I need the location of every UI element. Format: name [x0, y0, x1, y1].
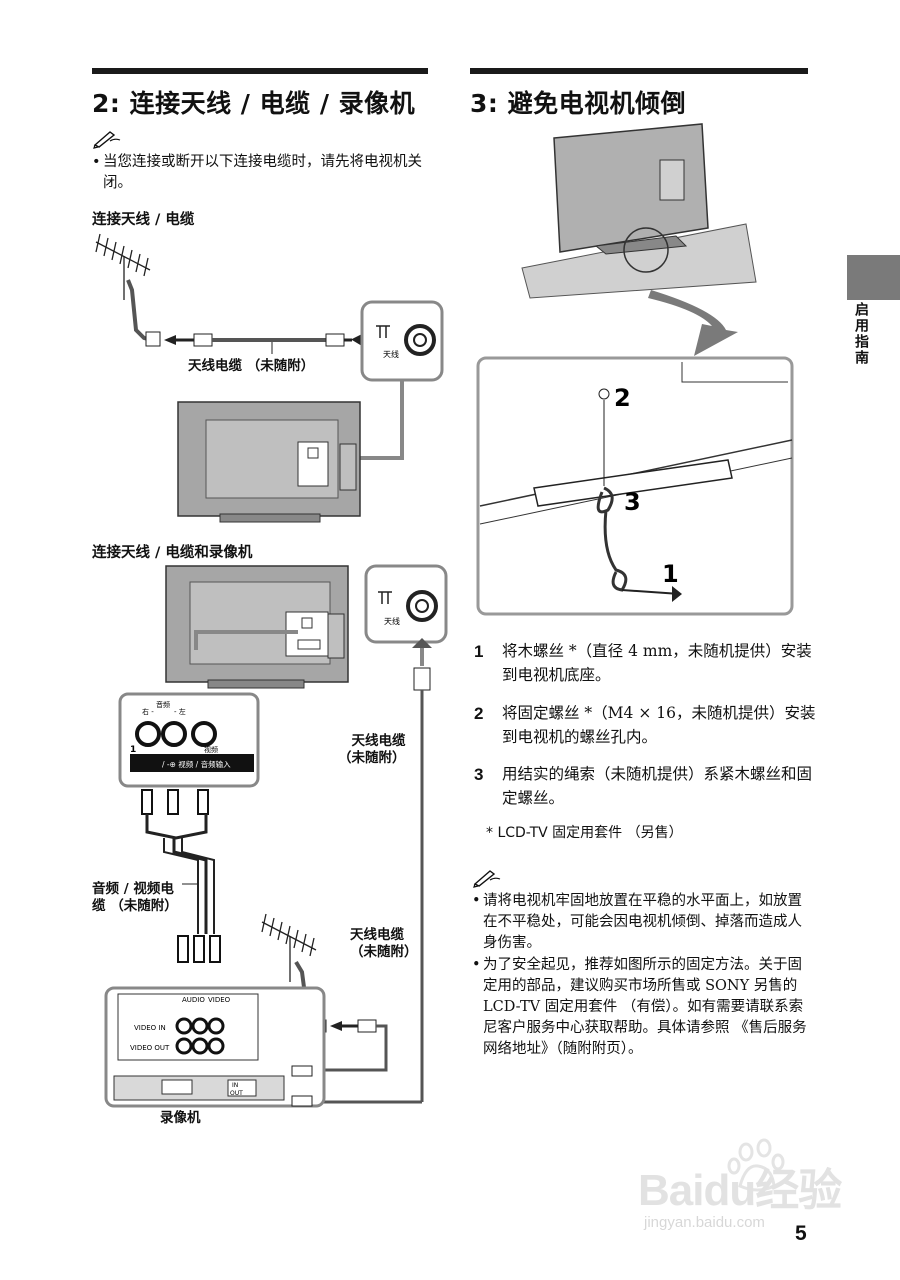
step-3-number: 3 [474, 765, 484, 784]
right-note-1: • 请将电视机牢固地放置在平稳的水平面上，如放置在不平稳处，可能会因电视机倾倒、… [472, 891, 812, 954]
baidu-paw-icon [727, 1138, 785, 1192]
antenna-port-2 [406, 590, 438, 622]
step-1-text: 将木螺丝 *（直径 4 mm，未随机提供）安装到电视机底座。 [502, 642, 812, 684]
d1-port-label: 天线 [383, 349, 399, 359]
panel-left: - 左 [174, 707, 186, 716]
left-heading-rule [92, 68, 428, 74]
left-heading: 2: 连接天线 / 电缆 / 录像机 [92, 89, 416, 118]
vcr-out: OUT [230, 1090, 243, 1097]
note-pencil-icon [93, 131, 121, 149]
antenna-cable-label: 天线电缆 （未随附） [188, 358, 315, 374]
subheading-antenna: 连接天线 / 电缆 [92, 212, 195, 228]
page-number: 5 [795, 1222, 807, 1245]
vcr-video-in: VIDEO IN [134, 1024, 166, 1032]
callout-3: 3 [624, 488, 641, 516]
note-2-bullet: • [472, 957, 481, 973]
vcr-video-out: VIDEO OUT [130, 1044, 170, 1052]
section-tab [847, 255, 900, 300]
step-2-number: 2 [474, 704, 484, 723]
antenna-vcr-diagram: 天线 右 - 音频 - 左 视频 1 / -⊕ 视频 / 音频输入 [104, 564, 448, 1108]
watermark-url: jingyan.baidu.com [644, 1214, 765, 1231]
panel-bar: / -⊕ 视频 / 音频输入 [162, 759, 231, 769]
tv-on-stand [521, 123, 757, 299]
tv-rear-illustration [177, 401, 361, 523]
note-1-bullet: • [472, 893, 481, 909]
subheading-antenna-vcr: 连接天线 / 电缆和录像机 [92, 545, 253, 561]
antenna-port-box-2 [364, 564, 448, 644]
antenna-icon-2 [261, 913, 317, 982]
panel-video: 视频 [204, 745, 218, 754]
panel-num: 1 [130, 745, 136, 755]
av-cable-label: 音频 / 视频电 缆 （未随附） [92, 881, 178, 914]
watermark-brand: Baidu经验 [638, 1166, 842, 1215]
callout-2: 2 [614, 384, 631, 412]
panel-right: 右 - [142, 707, 154, 716]
right-note-2: • 为了安全起见，推荐如图所示的固定方法。关于固定用的部品，建议购买市场所售或 … [472, 955, 812, 1060]
right-heading-rule [470, 68, 808, 74]
note-text: 当您连接或断开以下连接电缆时，请先将电视机关闭。 [103, 154, 422, 191]
note-pencil-icon-2 [473, 870, 501, 888]
step-2-text: 将固定螺丝 *（M4 × 16，未随机提供）安装到电视机的螺丝孔内。 [502, 704, 816, 746]
side-tab-label: 启用指南 [853, 302, 869, 366]
callout-1: 1 [662, 560, 679, 588]
antenna-port-box [360, 300, 444, 382]
zoom-arrow [648, 290, 738, 356]
antenna-port [404, 324, 436, 356]
vcr-audio: AUDIO [182, 996, 205, 1004]
right-heading: 3: 避免电视机倾倒 [470, 89, 687, 118]
rf-cable-label-1: 天线电缆 （未随附） [338, 733, 406, 766]
note-2-text: 为了安全起见，推荐如图所示的固定方法。关于固定用的部品，建议购买市场所售或 SO… [483, 957, 807, 1057]
note-bullet: • [92, 154, 101, 170]
antenna-icon [95, 233, 151, 300]
baidu-watermark: Baidu经验 jingyan.baidu.com [638, 1136, 848, 1246]
note-1-text: 请将电视机牢固地放置在平稳的水平面上，如放置在不平稳处，可能会因电视机倾倒、掉落… [483, 893, 802, 951]
antenna-connection-diagram: 天线 [95, 233, 444, 523]
vcr-in: IN [232, 1082, 238, 1089]
panel-audio: 音频 [156, 700, 170, 709]
tv-rear-illustration-2 [165, 565, 349, 689]
step-3-text: 用结实的绳索（未随机提供）系紧木螺丝和固定螺丝。 [502, 765, 813, 807]
tv-fixing-illustration: 2 3 1 [476, 123, 794, 616]
footnote: * LCD-TV 固定用套件 （另售） [486, 825, 683, 841]
vcr-label: 录像机 [160, 1110, 201, 1126]
left-note: • 当您连接或断开以下连接电缆时，请先将电视机关闭。 [92, 152, 437, 194]
vcr-video: VIDEO [208, 996, 231, 1004]
step-1-number: 1 [474, 642, 484, 661]
rf-cable-label-2: 天线电缆 （未随附） [350, 927, 418, 960]
d2-port-label: 天线 [384, 616, 400, 626]
